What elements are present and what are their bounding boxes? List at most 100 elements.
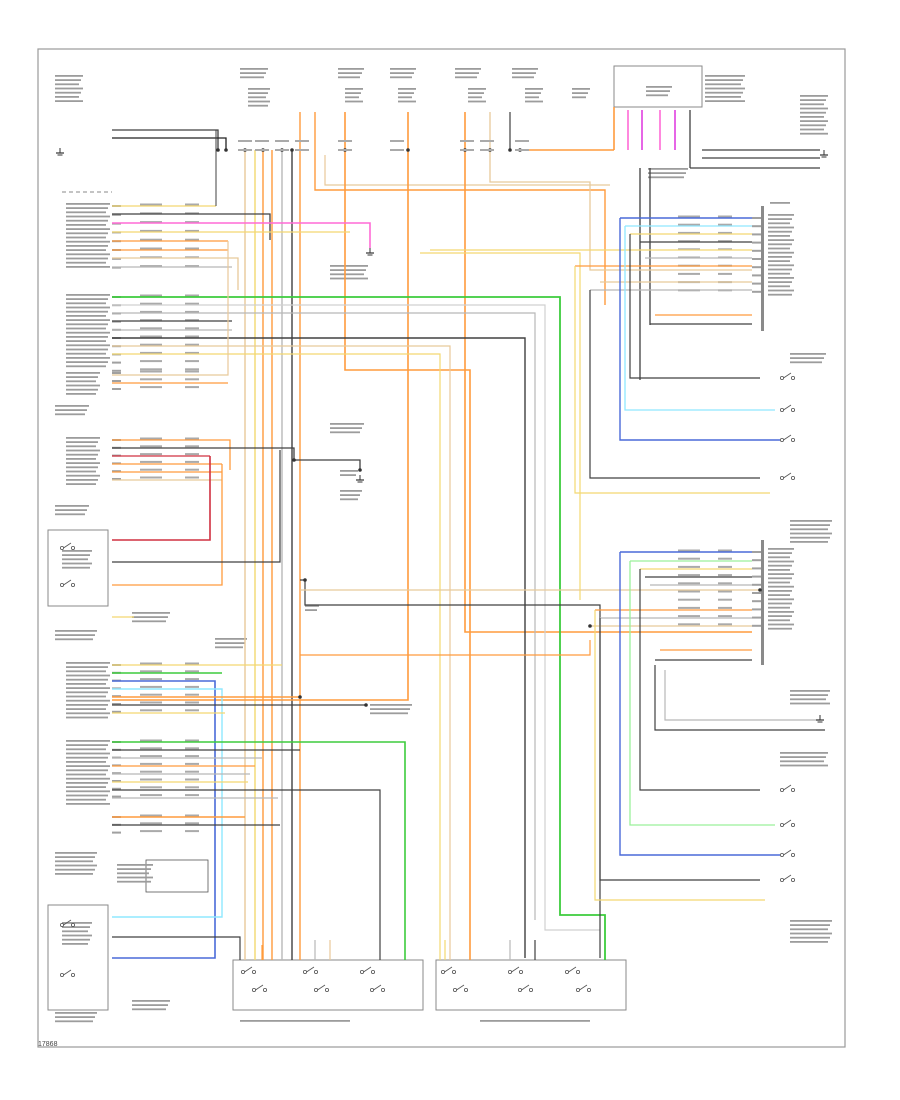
wire-label: [140, 678, 162, 681]
wire-label: [140, 476, 162, 479]
connector-pin-labels: [66, 302, 106, 305]
splice-dot: [303, 578, 307, 582]
wire-label: [718, 615, 732, 618]
fuse-label: [572, 96, 586, 99]
door-lock-switch-icon: [71, 973, 76, 978]
wire-label: [185, 445, 199, 448]
connector-pin-labels: [768, 627, 792, 630]
actuator-switch-icon: [317, 984, 326, 991]
connector-pin: [752, 624, 761, 627]
ground-label: [132, 616, 168, 618]
page-code: 17868: [38, 1041, 58, 1048]
wire-label: [718, 606, 732, 609]
splice-label: [340, 494, 360, 496]
wire-label: [718, 223, 732, 226]
fuse-block-label: [55, 91, 81, 94]
connector-pin-labels: [66, 310, 108, 313]
door-switch-icon: [780, 823, 785, 828]
relay-label: [705, 83, 741, 86]
door-switch-icon: [780, 853, 785, 858]
wire-label: [140, 437, 162, 440]
connector-pin-labels: [66, 232, 108, 235]
wire: [112, 456, 211, 541]
connector-pin-labels: [66, 294, 110, 296]
connector-pin: [112, 772, 121, 775]
switch-label: [790, 541, 828, 543]
wire: [112, 213, 271, 240]
wire: [574, 266, 770, 494]
wire-label: [678, 598, 700, 601]
connector-pin-labels: [66, 670, 106, 673]
wire-label: [140, 370, 162, 373]
switch-internal-label: [62, 926, 90, 928]
wire-label: [185, 662, 199, 665]
center-label: [330, 431, 360, 434]
connector-pin-labels: [66, 483, 96, 485]
splice-dot: [292, 458, 296, 462]
wire-label: [140, 386, 162, 389]
wire-label: [185, 701, 199, 704]
wire-label: [678, 590, 700, 593]
wire-label: [185, 453, 199, 456]
splice-dot: [364, 703, 368, 707]
door-switch-icon: [791, 375, 796, 380]
door-lock-switch-icon: [71, 546, 76, 551]
ground-label: [132, 1008, 166, 1011]
fuse-pin-label: [295, 149, 309, 151]
module-label: [55, 405, 89, 407]
fuse-pin-label: [460, 140, 474, 142]
actuator-switch-icon: [262, 988, 267, 993]
wire-label: [678, 615, 700, 618]
connector-pin-labels: [66, 245, 108, 247]
connector-pin-labels: [768, 272, 790, 275]
connector-pin-labels: [66, 699, 110, 702]
wire-label: [140, 238, 162, 241]
fuse-label: [512, 76, 534, 79]
fuse-label: [525, 88, 543, 90]
switch-label: [780, 764, 828, 767]
fuse-block-label: [55, 96, 79, 98]
wire: [664, 670, 820, 721]
connector-pin-labels: [66, 261, 106, 264]
wire-label: [140, 794, 162, 797]
fuse-label: [398, 100, 416, 103]
wire-label: [678, 549, 700, 552]
wire-label: [140, 701, 162, 704]
actuator-switch-icon: [306, 966, 315, 973]
fuse-block-label: [55, 83, 79, 86]
connector-pin-labels: [768, 548, 794, 550]
wire-label: [185, 203, 199, 206]
connector-pin-labels: [66, 470, 96, 473]
wire-label: [140, 755, 162, 758]
module-label: [55, 505, 89, 507]
fuse-block-label: [55, 87, 83, 90]
wire-label: [140, 360, 162, 363]
splice-label: [340, 474, 356, 476]
wire-label: [185, 229, 199, 232]
connector-pin-labels: [768, 214, 794, 216]
fuse-pin-label: [515, 149, 529, 151]
wire-label: [185, 685, 199, 688]
wire-label: [140, 203, 162, 206]
wire-label: [185, 437, 199, 440]
wire-label: [140, 256, 162, 259]
switch-label: [790, 702, 830, 705]
connector-pin: [752, 583, 761, 586]
door-switch-icon: [791, 853, 796, 858]
door-lock-switch-box: [47, 529, 109, 607]
ground-label: [800, 111, 826, 114]
connector-pin-labels: [768, 585, 794, 588]
connector-pin-labels: [768, 602, 792, 605]
fuse-block-label: [55, 79, 81, 81]
connector-bar: [761, 206, 764, 331]
relay-label: [705, 79, 743, 81]
wire-label: [185, 370, 199, 373]
connector-pin-labels: [768, 569, 790, 571]
wire-label: [185, 256, 199, 259]
fuse-label: [398, 88, 416, 90]
door-switch-icon: [780, 788, 785, 793]
connector-pin-labels: [66, 712, 110, 715]
connector-pin: [112, 787, 121, 790]
connector-pin-labels: [66, 215, 110, 218]
connector-pin-labels: [66, 388, 98, 391]
